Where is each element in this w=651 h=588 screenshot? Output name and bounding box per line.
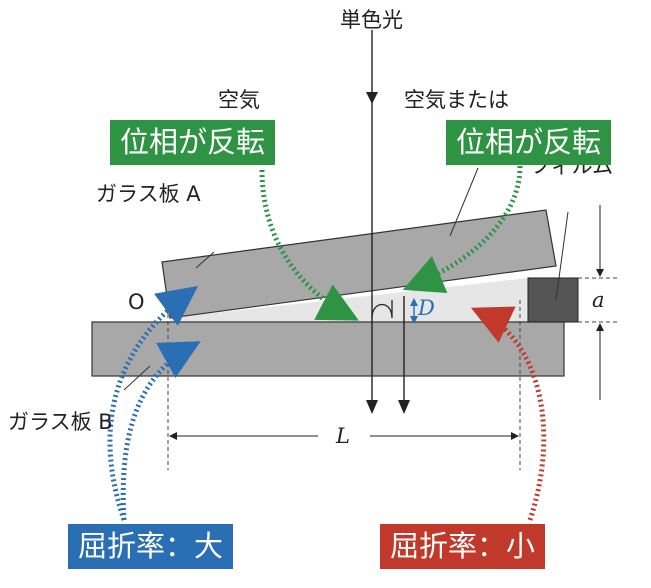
- film-leader: [555, 211, 569, 301]
- d-arrow-up: [410, 298, 418, 306]
- second-ray-arrow: [398, 400, 410, 414]
- index-high-arrow-1: [107, 286, 199, 521]
- d-arrow-down: [410, 316, 418, 324]
- phase-arrow-right: [402, 165, 523, 293]
- plate-a-label: ガラス板 A: [96, 182, 201, 206]
- plate-a-leader: [195, 251, 215, 269]
- film-spacer: [527, 277, 579, 323]
- reflection-loop: [371, 300, 393, 319]
- light-label: 単色光: [340, 8, 403, 32]
- index-high-badge: 屈折率：大: [68, 524, 234, 569]
- height-a-label: a: [592, 288, 605, 312]
- air-right-label: 空気または: [404, 88, 509, 112]
- length-l-label: L: [336, 424, 350, 448]
- light-arrow-top: [366, 92, 378, 104]
- gap-d-label: D: [418, 296, 435, 320]
- air-right-leader: [449, 167, 479, 237]
- plate-b-label: ガラス板 B: [8, 410, 113, 434]
- plate-b-leader: [123, 365, 151, 391]
- air-left-label: 空気: [218, 88, 260, 112]
- index-high-arrow-2: [120, 341, 201, 521]
- origin-label: O: [128, 290, 145, 314]
- light-arrow-bottom: [366, 400, 378, 414]
- phase-badge-left: 位相が反転: [110, 120, 276, 165]
- phase-badge-right: 位相が反転: [446, 120, 612, 165]
- index-low-badge: 屈折率：小: [380, 524, 546, 569]
